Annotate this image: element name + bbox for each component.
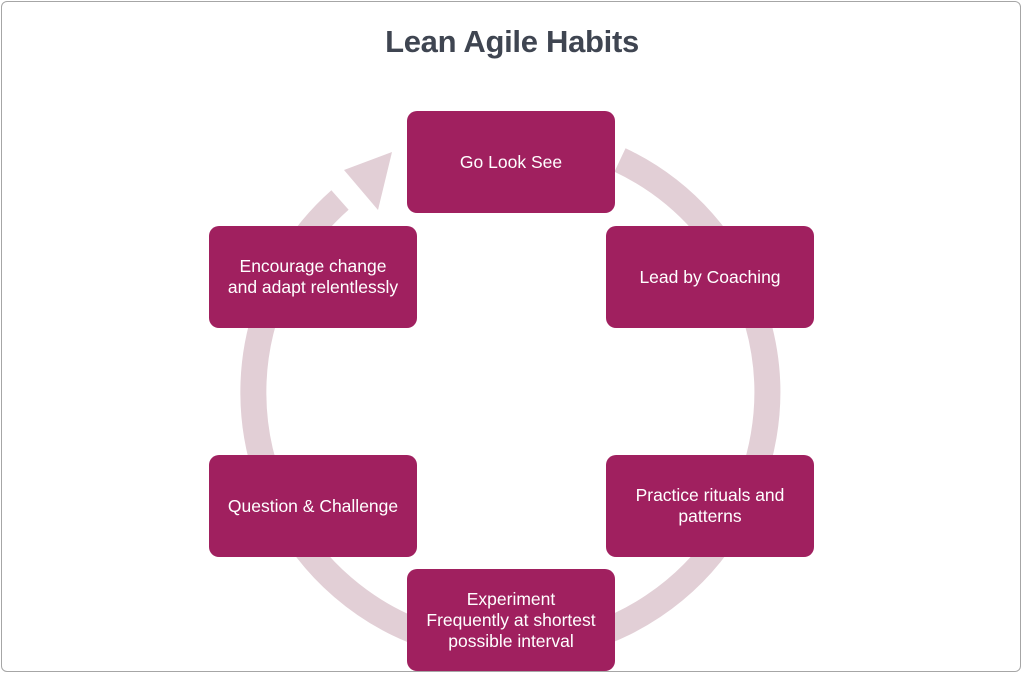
node-experiment: Experiment Frequently at shortest possib… <box>407 569 615 671</box>
node-encourage-change: Encourage change and adapt relentlessly <box>209 226 417 328</box>
node-label: Lead by Coaching <box>639 266 781 287</box>
diagram-title: Lean Agile Habits <box>385 24 639 59</box>
node-label: Question & Challenge <box>227 495 399 516</box>
node-lead-by-coaching: Lead by Coaching <box>606 226 814 328</box>
node-label: Go Look See <box>459 151 563 172</box>
node-label: Practice rituals and patterns <box>635 485 785 526</box>
node-question-challenge: Question & Challenge <box>209 455 417 557</box>
node-label: Experiment Frequently at shortest possib… <box>426 588 596 651</box>
node-practice-rituals: Practice rituals and patterns <box>606 455 814 557</box>
node-label: Encourage change and adapt relentlessly <box>227 256 399 297</box>
node-go-look-see: Go Look See <box>407 111 615 213</box>
cycle-arrow-icon <box>344 152 392 210</box>
